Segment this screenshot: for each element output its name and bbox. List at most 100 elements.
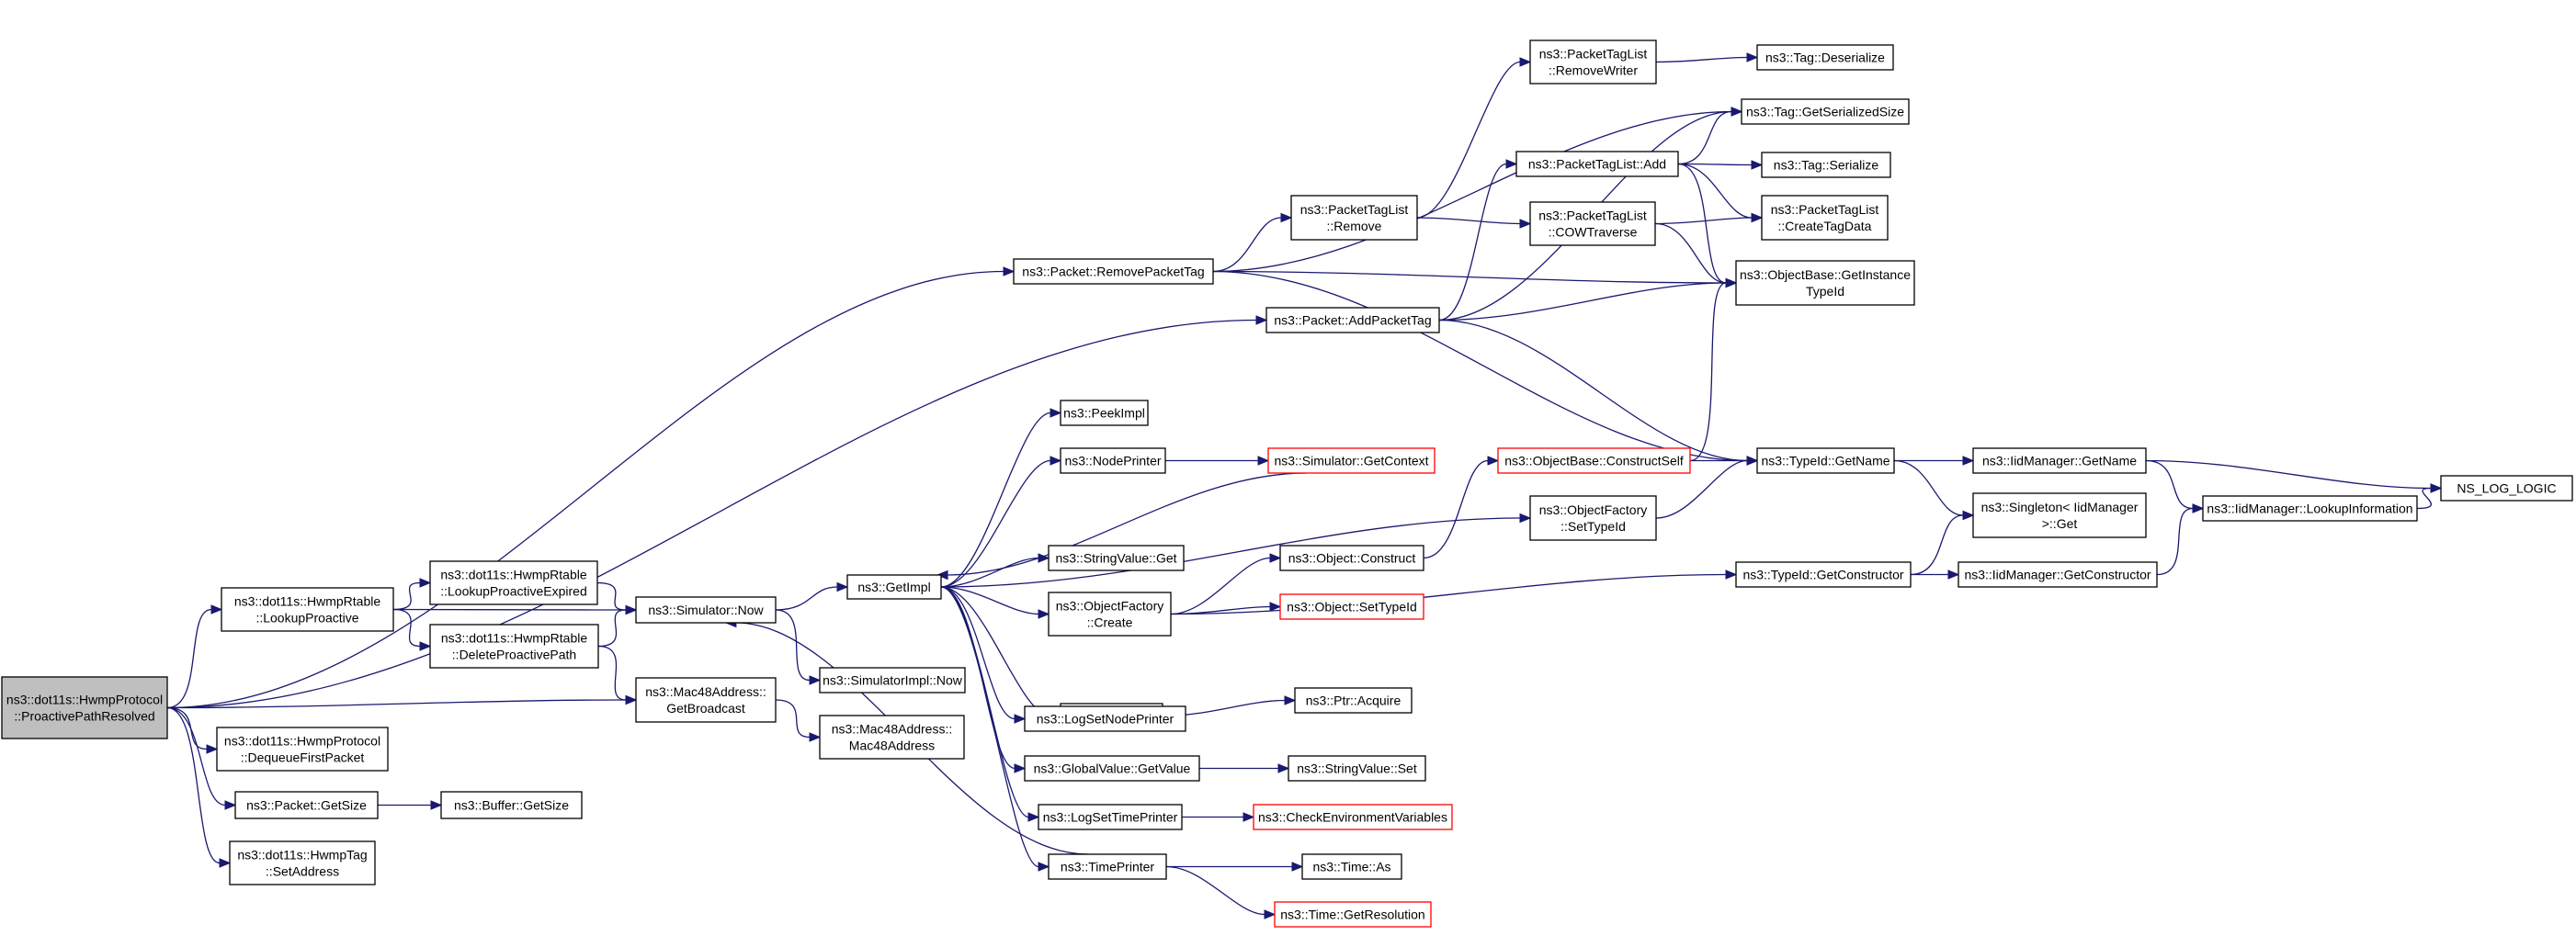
- node-sim-impl-now[interactable]: ns3::SimulatorImpl::Now: [819, 667, 966, 694]
- node-box: [1735, 260, 1915, 306]
- edge-iid-get-ctor-to-iid-lookup-info: [2156, 503, 2205, 576]
- node-tag-get-ser-size[interactable]: ns3::Tag::GetSerializedSize: [1741, 98, 1910, 125]
- edge-obj-fact-create-to-obj-set-type-id: [1170, 602, 1282, 615]
- arrowhead: [206, 744, 219, 754]
- node-label: Mac48Address: [849, 739, 935, 753]
- node-lookup-expired[interactable]: ns3::dot11s::HwmpRtable::LookupProactive…: [429, 560, 598, 605]
- node-log-set-time-printer[interactable]: ns3::LogSetTimePrinter: [1038, 804, 1183, 830]
- arrowhead: [1003, 266, 1016, 276]
- node-ptl-add[interactable]: ns3::PacketTagList::Add: [1515, 151, 1679, 177]
- arrowhead: [210, 604, 223, 615]
- node-ptl-remove[interactable]: ns3::PacketTagList::Remove: [1290, 195, 1418, 241]
- arrowhead: [2430, 483, 2443, 493]
- arrowhead: [1947, 569, 1960, 580]
- arrowhead: [809, 732, 822, 742]
- node-obj-fact-set-type-id[interactable]: ns3::ObjectFactory::SetTypeId: [1529, 495, 1657, 541]
- node-sim-get-context[interactable]: ns3::Simulator::GetContext: [1267, 447, 1436, 474]
- edge-mac-bcast-to-mac-ctor: [775, 699, 822, 742]
- node-root[interactable]: ns3::dot11s::HwmpProtocol::ProactivePath…: [1, 676, 168, 739]
- node-label: ns3::TypeId::GetName: [1761, 454, 1889, 468]
- arrowhead: [1050, 456, 1062, 466]
- arrowhead: [1751, 212, 1764, 223]
- node-label: ns3::PacketTagList::Add: [1528, 157, 1666, 172]
- node-label: ns3::IidManager::GetConstructor: [1964, 568, 2150, 582]
- node-iid-get-name[interactable]: ns3::IidManager::GetName: [1972, 447, 2147, 474]
- node-time-as[interactable]: ns3::Time::As: [1301, 853, 1402, 880]
- node-sim-now[interactable]: ns3::Simulator::Now: [635, 596, 777, 624]
- node-buf-get-size[interactable]: ns3::Buffer::GetSize: [440, 791, 583, 819]
- node-mac-ctor[interactable]: ns3::Mac48Address::Mac48Address: [819, 715, 965, 760]
- edge-lookup-proactive-to-delete-proactive: [392, 608, 432, 651]
- node-label: ns3::NodePrinter: [1064, 454, 1161, 468]
- node-label: >::Get: [2042, 516, 2078, 531]
- node-remove-packet-tag[interactable]: ns3::Packet::RemovePacketTag: [1013, 258, 1214, 285]
- edge-ptl-add-to-ptl-create-tag-data: [1677, 163, 1764, 223]
- node-type-id-get-name[interactable]: ns3::TypeId::GetName: [1756, 447, 1895, 474]
- node-box: [1735, 561, 1912, 588]
- node-get-impl[interactable]: ns3::GetImpl: [846, 574, 942, 600]
- node-label: ns3::ObjectFactory: [1539, 502, 1648, 517]
- arrowhead: [1038, 609, 1050, 619]
- node-time-printer[interactable]: ns3::TimePrinter: [1048, 853, 1167, 880]
- node-str-val-get[interactable]: ns3::StringValue::Get: [1048, 545, 1185, 571]
- node-type-id-get-ctor[interactable]: ns3::TypeId::GetConstructor: [1735, 561, 1912, 588]
- node-box: [1761, 195, 1889, 241]
- node-ptl-remove-writer[interactable]: ns3::PacketTagList::RemoveWriter: [1529, 39, 1657, 85]
- arrowhead: [1027, 812, 1040, 822]
- node-delete-proactive[interactable]: ns3::dot11s::HwmpRtable::DeleteProactive…: [429, 624, 599, 669]
- arrowhead: [1264, 909, 1277, 919]
- node-peek-impl[interactable]: ns3::PeekImpl: [1060, 400, 1149, 426]
- edge-time-printer-to-time-as: [1166, 862, 1304, 872]
- arrowhead: [936, 569, 948, 581]
- node-time-get-res[interactable]: ns3::Time::GetResolution: [1274, 901, 1432, 928]
- node-node-printer[interactable]: ns3::NodePrinter: [1060, 447, 1166, 474]
- node-box: [221, 587, 394, 632]
- node-global-val-get-value[interactable]: ns3::GlobalValue::GetValue: [1024, 755, 1200, 782]
- node-ptl-create-tag-data[interactable]: ns3::PacketTagList::CreateTagData: [1761, 195, 1889, 241]
- node-str-val-set[interactable]: ns3::StringValue::Set: [1288, 755, 1426, 782]
- edge-type-id-get-ctor-to-iid-get-ctor: [1910, 569, 1960, 580]
- node-log-set-node-printer[interactable]: ns3::LogSetNodePrinter: [1024, 705, 1186, 732]
- node-iid-lookup-info[interactable]: ns3::IidManager::LookupInformation: [2202, 495, 2418, 522]
- node-label: ::Remove: [1327, 219, 1382, 233]
- node-label: ns3::Mac48Address::: [645, 684, 766, 699]
- node-box: [1497, 447, 1691, 474]
- node-box: [635, 677, 777, 723]
- node-box: [2440, 475, 2573, 502]
- node-obj-set-type-id[interactable]: ns3::Object::SetTypeId: [1279, 593, 1424, 620]
- node-label: ::LookupProactive: [255, 611, 358, 626]
- arrowhead: [1962, 510, 1975, 521]
- node-dequeue[interactable]: ns3::dot11s::HwmpProtocol::DequeueFirstP…: [216, 727, 389, 772]
- node-tag-set-addr[interactable]: ns3::dot11s::HwmpTag::SetAddress: [229, 840, 376, 885]
- edge-obj-construct-to-obj-base-construct-self: [1423, 456, 1500, 559]
- node-check-env[interactable]: ns3::CheckEnvironmentVariables: [1253, 804, 1453, 830]
- node-mac-bcast[interactable]: ns3::Mac48Address::GetBroadcast: [635, 677, 777, 723]
- node-label: ns3::PacketTagList: [1771, 202, 1879, 217]
- node-label: ns3::ObjectBase::GetInstance: [1740, 267, 1911, 282]
- node-box: [1048, 853, 1167, 880]
- edge-add-packet-tag-to-ptl-add: [1438, 159, 1518, 321]
- node-label: ns3::Time::As: [1312, 860, 1390, 874]
- node-obj-fact-create[interactable]: ns3::ObjectFactory::Create: [1048, 592, 1172, 637]
- node-obj-base-construct-self[interactable]: ns3::ObjectBase::ConstructSelf: [1497, 447, 1691, 474]
- node-tag-deser[interactable]: ns3::Tag::Deserialize: [1756, 44, 1894, 71]
- edge-remove-packet-tag-to-type-id-get-name: [1212, 270, 1759, 466]
- arrowhead: [625, 694, 638, 705]
- node-label: ns3::StringValue::Get: [1055, 551, 1176, 566]
- arrowhead: [1725, 277, 1738, 288]
- node-iid-get-ctor[interactable]: ns3::IidManager::GetConstructor: [1958, 561, 2158, 588]
- node-label: ns3::Object::SetTypeId: [1287, 600, 1417, 615]
- node-label: TypeId: [1806, 284, 1844, 299]
- node-ptr-acquire[interactable]: ns3::Ptr::Acquire: [1294, 687, 1413, 714]
- node-pkt-get-size[interactable]: ns3::Packet::GetSize: [234, 791, 379, 819]
- edge-ptl-cow-to-ptl-create-tag-data: [1654, 212, 1764, 225]
- node-obj-construct[interactable]: ns3::Object::Construct: [1279, 545, 1424, 571]
- node-ns-log-logic[interactable]: NS_LOG_LOGIC: [2440, 475, 2573, 502]
- node-lookup-proactive[interactable]: ns3::dot11s::HwmpRtable::LookupProactive: [221, 587, 394, 632]
- node-add-packet-tag[interactable]: ns3::Packet::AddPacketTag: [1265, 307, 1440, 333]
- node-tag-ser[interactable]: ns3::Tag::Serialize: [1761, 152, 1891, 178]
- node-label: ::SetAddress: [266, 864, 339, 879]
- node-ptl-cow[interactable]: ns3::PacketTagList::COWTraverse: [1529, 201, 1656, 246]
- node-singleton-get[interactable]: ns3::Singleton< IidManager>::Get: [1972, 492, 2147, 538]
